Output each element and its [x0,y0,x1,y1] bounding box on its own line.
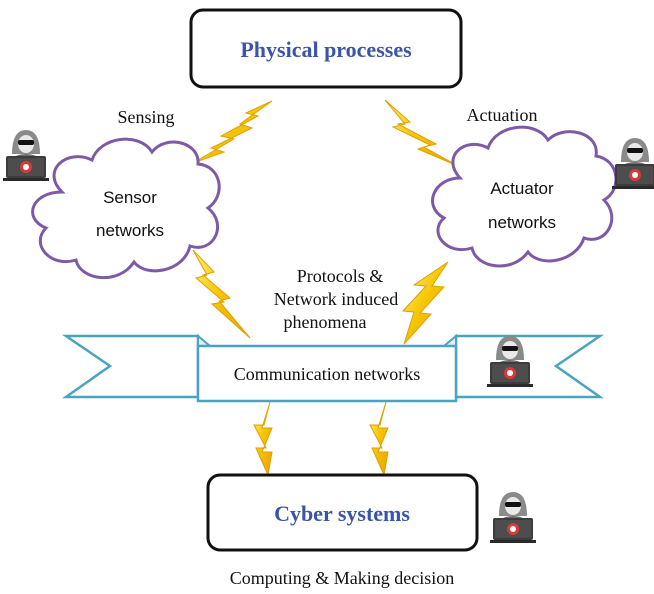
cyber-systems-box: Cyber systems [206,473,479,552]
actuator-cloud-line2: networks [488,213,556,232]
protocols-line2: Network induced [274,289,398,309]
sensor-cloud-line1: Sensor [103,188,157,207]
cyber-systems-title: Cyber systems [274,501,410,526]
sensor-cloud-line2: networks [96,221,164,240]
bolt-comm-to-actuator [401,261,449,345]
actuation-label: Actuation [467,105,538,125]
hacker-laptop-icon [612,138,654,189]
computing-label: Computing & Making decision [230,568,455,588]
bolt-comm-to-cyber-right [369,401,389,477]
sensing-label: Sensing [117,107,174,127]
physical-processes-box: Physical processes [189,8,463,89]
communication-networks-label: Communication networks [234,364,420,384]
bolt-sensing [192,100,273,164]
hacker-laptop-icon [3,130,49,181]
protocols-line1: Protocols & [297,266,384,286]
protocols-label: Protocols & Network induced phenomena [274,266,398,332]
protocols-line3: phenomena [284,312,367,332]
communication-networks-banner: Communication networks [61,333,605,403]
bolt-actuation [384,99,459,167]
hacker-laptop-icon [490,492,536,543]
bolt-sensor-to-comm [192,249,251,339]
actuator-networks-cloud: Actuator networks [431,125,618,268]
sensor-networks-cloud: Sensor networks [31,137,221,279]
bolt-comm-to-cyber-left [253,401,273,477]
physical-processes-title: Physical processes [240,37,412,62]
actuator-cloud-line1: Actuator [490,179,554,198]
